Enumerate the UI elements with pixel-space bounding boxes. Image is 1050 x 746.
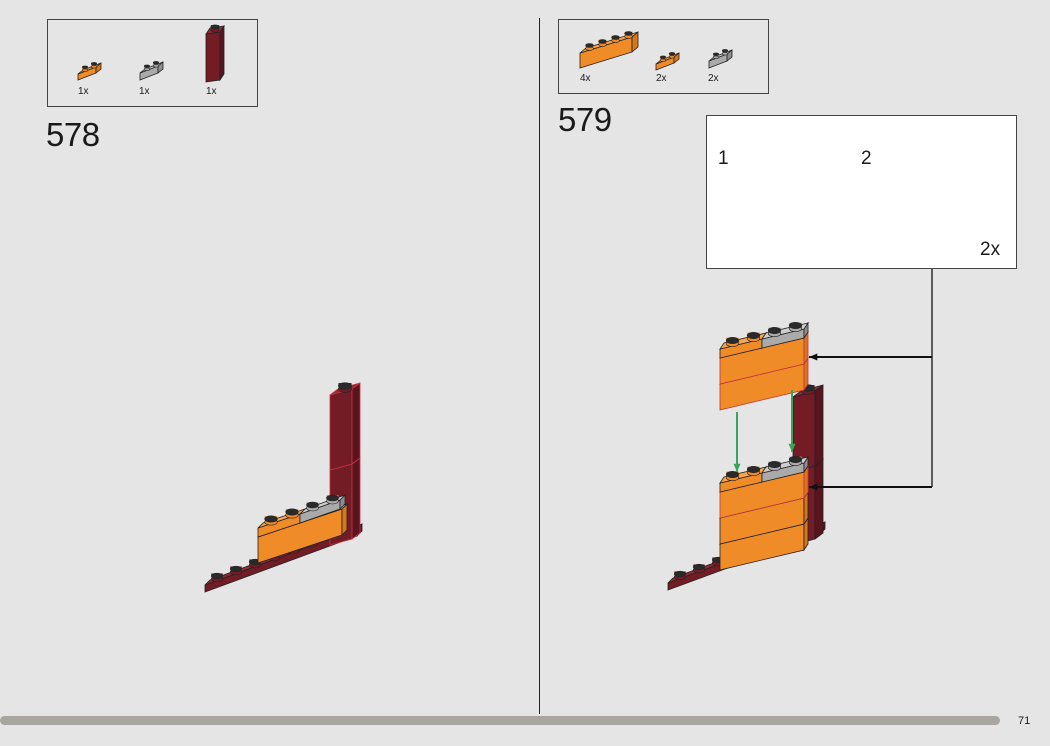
stud-top	[673, 570, 686, 578]
stud-top	[91, 62, 98, 66]
part-qty: 1x	[206, 86, 217, 97]
stud-top	[153, 61, 160, 65]
progress-bar	[0, 716, 1000, 725]
stud-top	[264, 515, 278, 523]
stud-top	[598, 39, 607, 44]
stud-top	[746, 332, 761, 339]
stud-top	[144, 64, 151, 68]
step-number: 579	[558, 101, 612, 138]
orange-brick-1x4-icon	[579, 31, 639, 69]
stud-top	[82, 65, 89, 69]
gray-plate-rail-icon	[139, 61, 164, 81]
page-number: 71	[1018, 715, 1031, 727]
stud-top	[668, 52, 675, 56]
dark-red-brick-top	[329, 382, 361, 471]
substep-callout: 1 2 2x	[706, 115, 1017, 269]
dark-red-tall-brick-icon	[205, 24, 225, 83]
substep-number: 1	[718, 148, 729, 169]
stud-top	[788, 456, 803, 463]
stud-top	[326, 494, 339, 502]
part-qty: 1x	[139, 86, 150, 97]
black-arrow-left	[809, 483, 932, 491]
stud-top	[624, 31, 633, 36]
stud-top	[725, 337, 740, 344]
stud-top	[230, 565, 243, 573]
gray-plate-rail	[761, 455, 809, 483]
part-qty: 2x	[708, 73, 719, 84]
stud-top	[659, 55, 666, 59]
gray-plate-rail-icon	[708, 49, 733, 69]
stud-top	[767, 327, 782, 334]
green-arrow-down	[733, 412, 741, 472]
stud-top	[788, 322, 803, 329]
gray-plate-rail	[761, 321, 809, 349]
stud-top	[712, 52, 719, 56]
part-qty: 1x	[78, 86, 89, 97]
stud-top	[611, 35, 620, 40]
stud-top	[306, 501, 319, 509]
stud-top	[585, 43, 594, 48]
stud-top	[338, 382, 352, 390]
stud-top	[721, 49, 728, 53]
parts-list-578: 1x 1x 1x	[47, 19, 258, 107]
black-arrow-left	[809, 353, 932, 361]
part-qty: 4x	[580, 73, 591, 84]
gray-plate-rail	[299, 494, 346, 524]
orange-plate-1x2-icon	[655, 52, 680, 71]
substep-multiplier: 2x	[980, 239, 1001, 260]
parts-list-579: 4x 2x 2x	[558, 19, 769, 94]
green-arrow-down	[788, 390, 796, 452]
orange-plate-1x2-icon	[77, 62, 102, 81]
stud-top	[725, 471, 740, 478]
stud-top	[692, 563, 705, 571]
stud-top	[767, 461, 782, 468]
step-number: 578	[46, 116, 100, 153]
part-qty: 2x	[656, 73, 667, 84]
stud-top	[211, 572, 224, 580]
callout-connector	[820, 268, 933, 487]
page-divider	[539, 18, 540, 714]
stud-top	[285, 508, 299, 516]
stud-top	[746, 466, 761, 473]
stud-top	[210, 24, 220, 30]
substep-number: 2	[861, 148, 872, 169]
